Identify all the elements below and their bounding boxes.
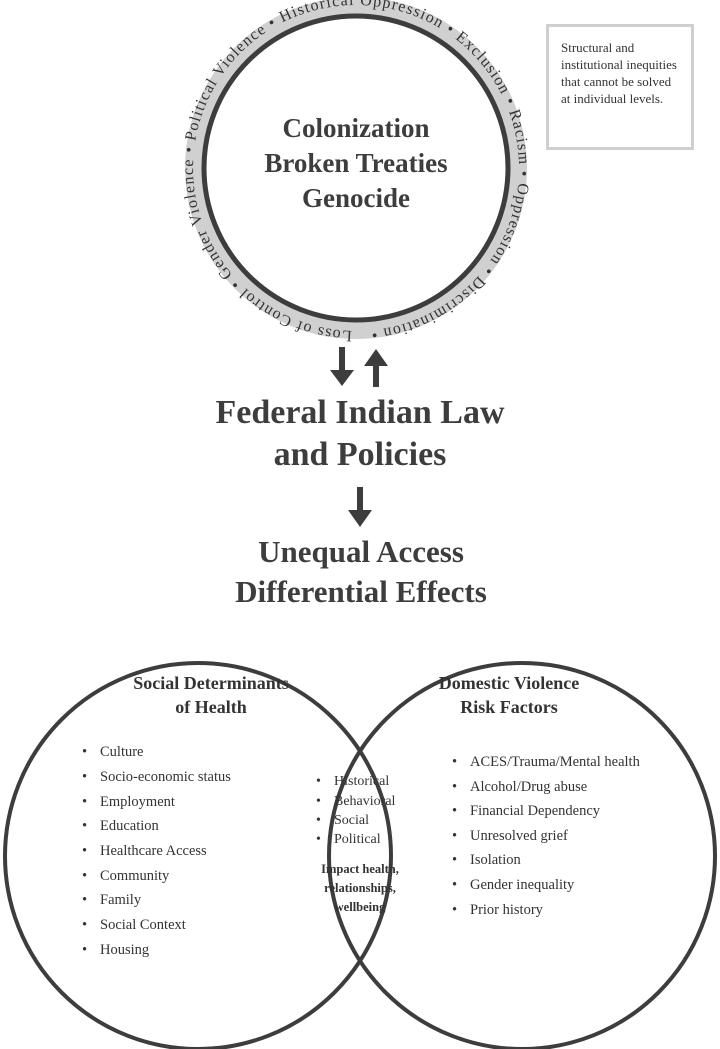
list-bullet: • (82, 769, 87, 785)
list-item: Behavioral (334, 794, 396, 809)
list-item: Housing (100, 942, 149, 958)
list-bullet: • (82, 868, 87, 884)
right-circle-title-line: Domestic Violence (439, 673, 579, 693)
structural-inequities-note: Structural and institutional inequities … (546, 24, 694, 150)
list-bullet: • (82, 892, 87, 908)
list-item: Socio-economic status (100, 769, 231, 785)
list-bullet: • (316, 774, 321, 789)
list-bullet: • (452, 902, 457, 918)
list-item: Healthcare Access (100, 843, 207, 859)
list-bullet: • (316, 794, 321, 809)
list-item: Prior history (470, 902, 544, 918)
list-bullet: • (452, 754, 457, 770)
list-bullet: • (82, 917, 87, 933)
list-bullet: • (316, 832, 321, 847)
list-item: ACES/Trauma/Mental health (470, 754, 641, 770)
left-circle-list: • Culture • Socio-economic status • Empl… (82, 744, 231, 958)
list-item: Family (100, 892, 142, 908)
top-center-line: Colonization (282, 113, 429, 143)
left-venn-circle (3, 661, 393, 1049)
list-item: Social Context (100, 917, 186, 933)
outcome-title-line: Differential Effects (235, 574, 487, 609)
list-item: Isolation (470, 852, 521, 868)
list-item: Gender inequality (470, 877, 575, 893)
federal-title-line: and Policies (274, 436, 447, 473)
list-item: Unresolved grief (470, 828, 568, 844)
right-circle-list: • ACES/Trauma/Mental health • Alcohol/Dr… (452, 754, 641, 918)
list-item: Alcohol/Drug abuse (470, 779, 587, 795)
overlap-list: • Historical • Behavioral • Social • Pol… (316, 774, 396, 847)
list-bullet: • (452, 803, 457, 819)
list-item: Historical (334, 774, 389, 789)
list-bullet: • (82, 818, 87, 834)
list-bullet: • (82, 744, 87, 760)
list-item: Political (334, 832, 381, 847)
down-arrow-icon (348, 487, 372, 527)
overlap-impact-line: wellbeing (335, 900, 386, 914)
list-item: Community (100, 868, 170, 884)
right-venn-circle (327, 661, 717, 1049)
list-item: Education (100, 818, 160, 834)
top-center-line: Broken Treaties (264, 148, 447, 178)
up-arrow-icon (364, 349, 388, 387)
list-bullet: • (452, 852, 457, 868)
outcome-title-line: Unequal Access (258, 534, 464, 569)
list-bullet: • (316, 813, 321, 828)
top-inner-circle (201, 13, 511, 323)
list-bullet: • (82, 794, 87, 810)
list-item: Financial Dependency (470, 803, 601, 819)
overlap-impact-line: relationships, (324, 881, 396, 895)
list-bullet: • (82, 942, 87, 958)
list-item: Culture (100, 744, 144, 760)
left-circle-title-line: of Health (175, 697, 247, 717)
list-bullet: • (82, 843, 87, 859)
list-bullet: • (452, 828, 457, 844)
list-item: Employment (100, 794, 175, 810)
list-item: Social (334, 813, 369, 828)
top-center-line: Genocide (302, 183, 410, 213)
right-circle-title-line: Risk Factors (460, 697, 558, 717)
down-arrow-icon (330, 347, 354, 386)
left-circle-title-line: Social Determinants (133, 673, 288, 693)
overlap-impact-line: Impact health, (321, 862, 399, 876)
list-bullet: • (452, 877, 457, 893)
bidirectional-arrows (330, 347, 388, 387)
list-bullet: • (452, 779, 457, 795)
federal-title-line: Federal Indian Law (215, 394, 504, 431)
